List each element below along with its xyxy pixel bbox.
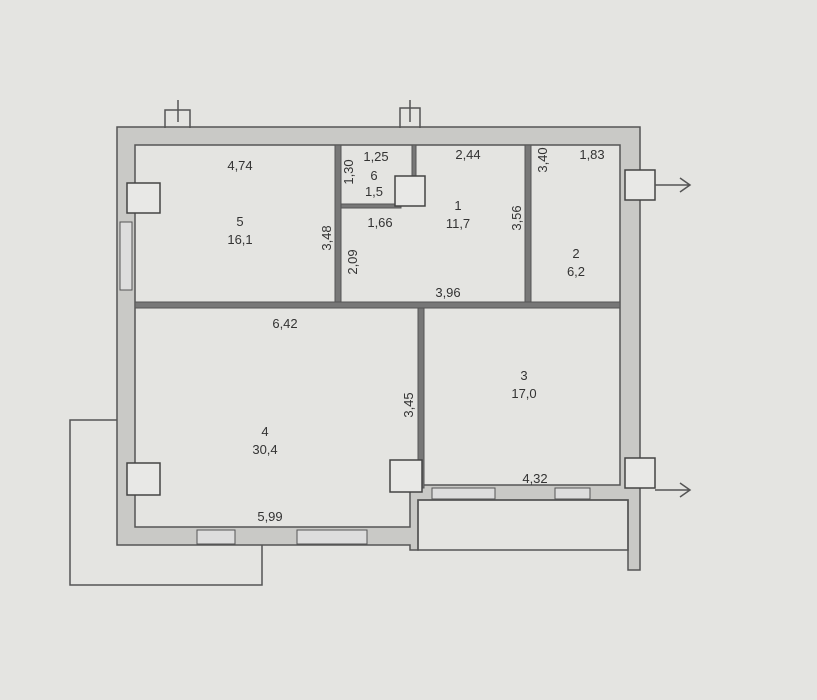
- bath-side-wall: [411, 144, 417, 181]
- riser-arrows: [655, 177, 692, 498]
- room-4-number: 4: [261, 424, 268, 439]
- interior-wall-horizontal: [134, 301, 621, 309]
- room-5-area: 16,1: [227, 232, 252, 247]
- dim-2-44: 2,44: [455, 147, 480, 162]
- room-3-number: 3: [520, 368, 527, 383]
- room-6-number: 6: [370, 168, 377, 183]
- dim-4-32: 4,32: [522, 471, 547, 486]
- dim-1-83: 1,83: [579, 147, 604, 162]
- dim-6-42: 6,42: [272, 316, 297, 331]
- interior-wall-1-2: [524, 144, 532, 303]
- dim-1-25: 1,25: [363, 149, 388, 164]
- dim-1-66: 1,66: [367, 215, 392, 230]
- dim-3-40: 3,40: [535, 147, 550, 172]
- room-1-number: 1: [454, 198, 461, 213]
- dim-3-96: 3,96: [435, 285, 460, 300]
- room-1-area: 11,7: [446, 216, 470, 231]
- riser-marks: [177, 100, 411, 122]
- room-3-area: 17,0: [511, 386, 536, 401]
- dim-1-30: 1,30: [341, 159, 356, 184]
- dim-2-09: 2,09: [345, 249, 360, 274]
- ventilation-shafts: [126, 169, 656, 496]
- dim-3-56: 3,56: [509, 205, 524, 230]
- balcony-outline: [69, 419, 263, 586]
- loggia-outline: [417, 499, 629, 551]
- room-5-number: 5: [236, 214, 243, 229]
- dim-3-48: 3,48: [319, 225, 334, 250]
- windows: [119, 221, 591, 545]
- room-4-area: 30,4: [252, 442, 277, 457]
- dim-4-74: 4,74: [227, 158, 252, 173]
- bath-wall: [340, 203, 402, 209]
- dim-5-99: 5,99: [257, 509, 282, 524]
- room-6-area: 1,5: [365, 184, 383, 199]
- room-2-number: 2: [572, 246, 579, 261]
- room-2-area: 6,2: [567, 264, 585, 279]
- interior-wall-5-1: [334, 144, 342, 303]
- dim-3-45: 3,45: [401, 392, 416, 417]
